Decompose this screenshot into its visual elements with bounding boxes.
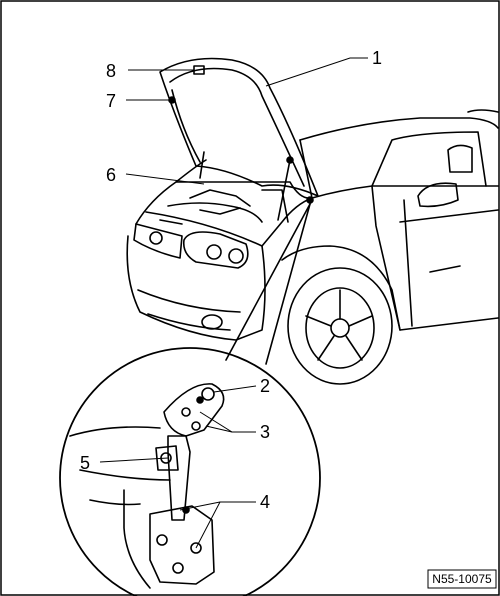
- callout-5: 5: [80, 453, 90, 473]
- callout-3: 3: [260, 422, 270, 442]
- leader-lines: [99, 57, 368, 549]
- figure-ref-box: [427, 569, 497, 589]
- callout-6: 6: [106, 165, 116, 185]
- car-illustration: [126, 57, 499, 385]
- callout-2: 2: [260, 376, 270, 396]
- callout-7: 7: [106, 91, 116, 111]
- callout-1: 1: [372, 48, 382, 68]
- callout-8: 8: [106, 61, 116, 81]
- figure-ref: N55-10075: [432, 572, 492, 586]
- hinge-detail-view: [59, 203, 321, 596]
- callout-4: 4: [260, 492, 270, 512]
